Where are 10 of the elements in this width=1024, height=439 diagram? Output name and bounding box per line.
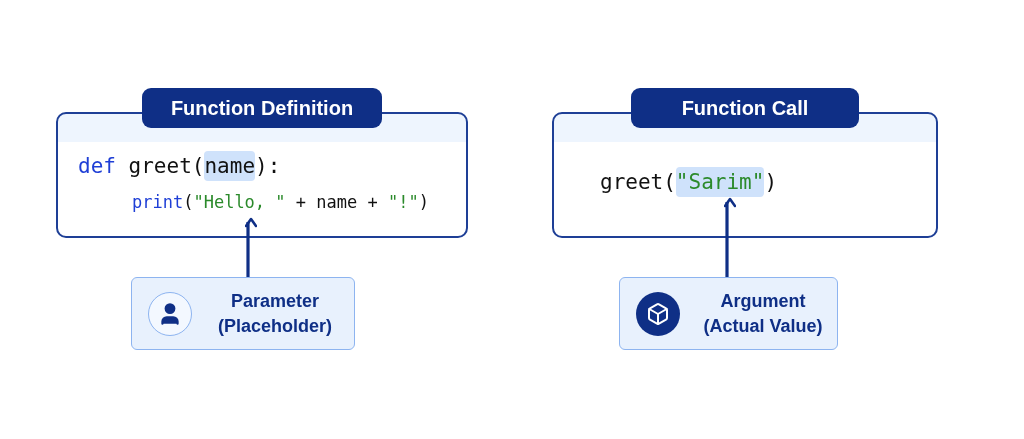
panel-title: Function Call: [631, 88, 859, 128]
arrow: [723, 197, 737, 277]
concept-tag: [619, 277, 838, 350]
tag-label: Argument (Actual Value): [702, 289, 824, 338]
arrow: [244, 217, 258, 277]
panel-title: Function Definition: [142, 88, 382, 128]
tag-label: Parameter (Placeholder): [217, 289, 333, 338]
code-line: def greet(name):: [78, 154, 281, 178]
code-line: print("Hello, " + name + "!"): [132, 192, 429, 212]
concept-tag: [131, 277, 355, 350]
